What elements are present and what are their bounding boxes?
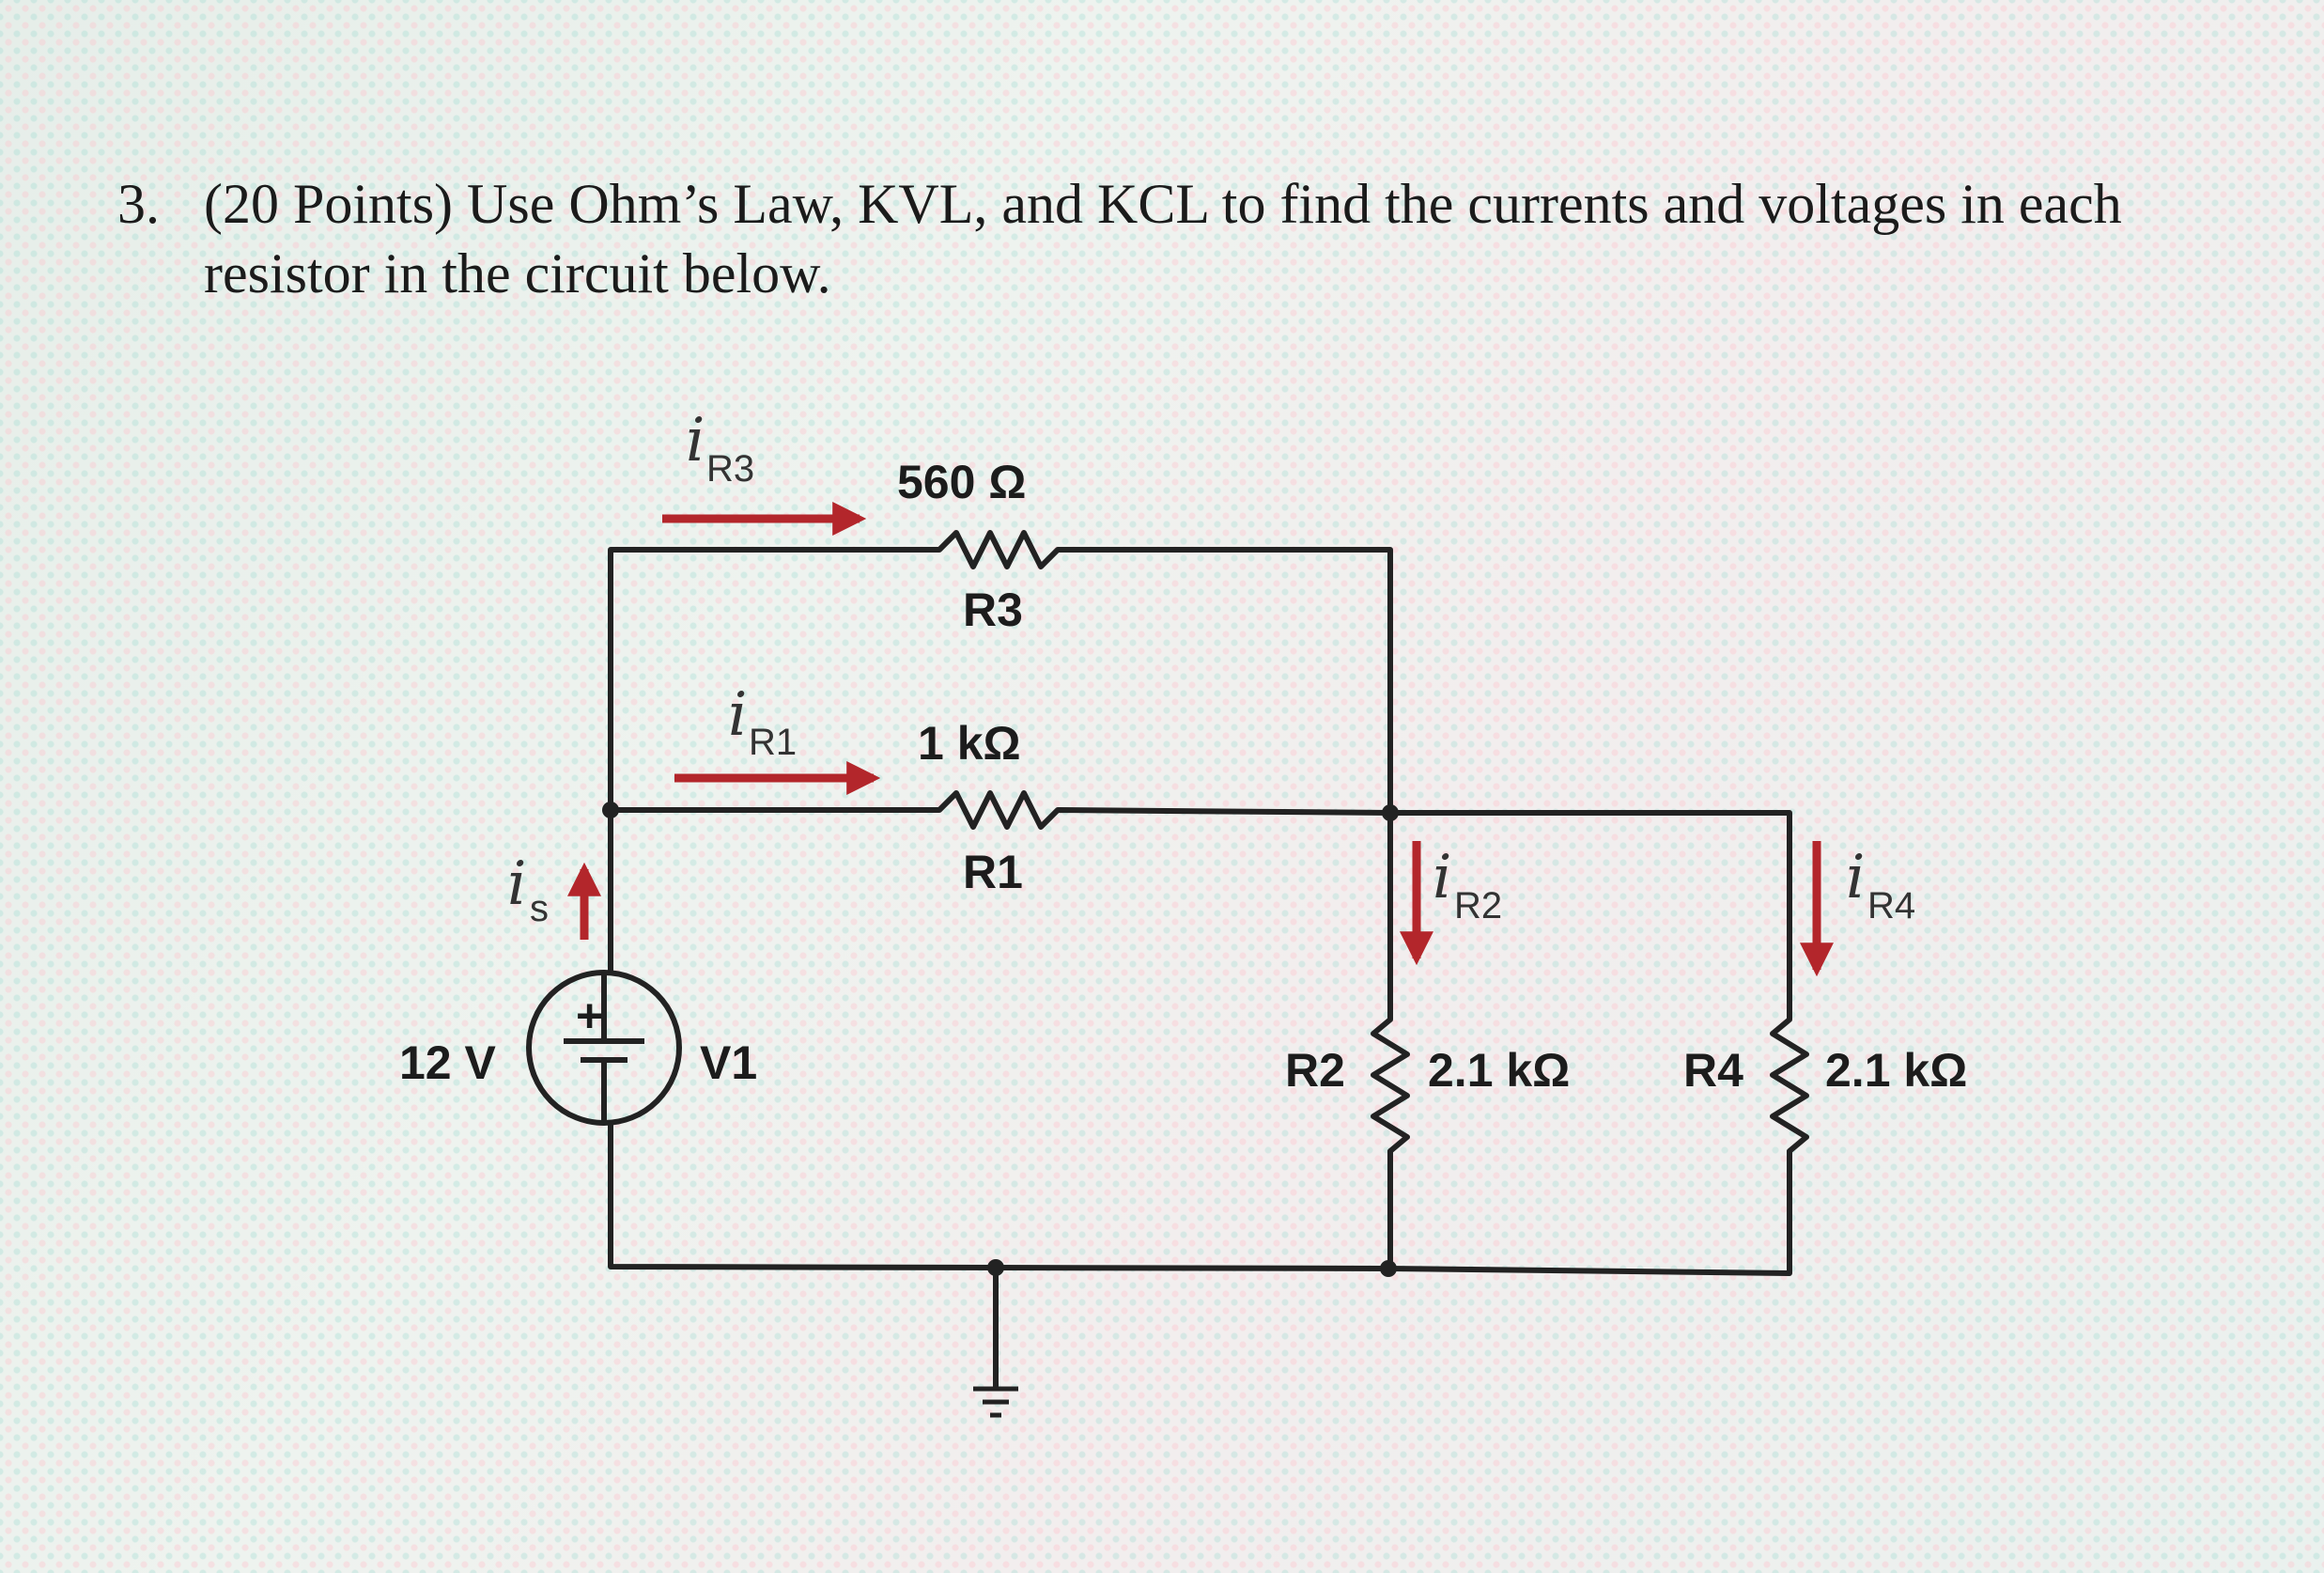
svg-text:i: i (507, 849, 526, 919)
current-label-ir4: i R4 (1846, 843, 1915, 927)
node-ground (987, 1259, 1004, 1276)
wire-source-branch (608, 810, 1389, 1271)
current-label-ir2: i R2 (1433, 843, 1502, 927)
r2-name-label: R2 (1285, 1044, 1345, 1097)
node-top-right (1382, 804, 1399, 821)
r2-value-label: 2.1 kΩ (1428, 1044, 1570, 1097)
r3-value-label: 560 Ω (897, 456, 1026, 508)
svg-text:i: i (728, 680, 747, 750)
svg-text:i: i (1846, 843, 1865, 912)
wires (608, 530, 1809, 1389)
r1-value-label: 1 kΩ (918, 717, 1021, 770)
current-label-ir3: i R3 (686, 406, 754, 490)
wire-r1-branch (611, 790, 1391, 830)
junction-nodes (602, 802, 1399, 1277)
r1-name-label: R1 (963, 846, 1023, 898)
source-name-label: V1 (700, 1036, 757, 1089)
ground-icon (973, 1386, 1018, 1418)
current-arrows (567, 502, 1834, 977)
wire-r2-branch (1371, 813, 1410, 1269)
svg-text:R2: R2 (1454, 885, 1502, 927)
source-polarity-plus: + (576, 989, 603, 1042)
voltage-source-icon (526, 970, 682, 1126)
svg-text:i: i (1433, 843, 1451, 912)
current-label-is: i s (507, 849, 549, 929)
problem-text: (20 Points) Use Ohm’s Law, KVL, and KCL … (204, 173, 2122, 304)
svg-text:R3: R3 (706, 448, 754, 490)
svg-text:s: s (530, 888, 549, 929)
svg-text:R1: R1 (749, 722, 797, 763)
current-label-ir1: i R1 (728, 680, 797, 763)
node-bottom-right (1380, 1260, 1397, 1277)
r4-value-label: 2.1 kΩ (1825, 1044, 1967, 1097)
problem-number: 3. (117, 173, 160, 235)
wire-r3-branch (608, 530, 1393, 813)
svg-text:R4: R4 (1867, 885, 1915, 927)
wire-r4-branch (1387, 810, 1809, 1276)
node-top-left (602, 802, 619, 818)
source-value-label: 12 V (399, 1036, 497, 1089)
r4-name-label: R4 (1683, 1044, 1743, 1097)
r3-name-label: R3 (963, 584, 1023, 636)
svg-text:i: i (686, 406, 705, 475)
